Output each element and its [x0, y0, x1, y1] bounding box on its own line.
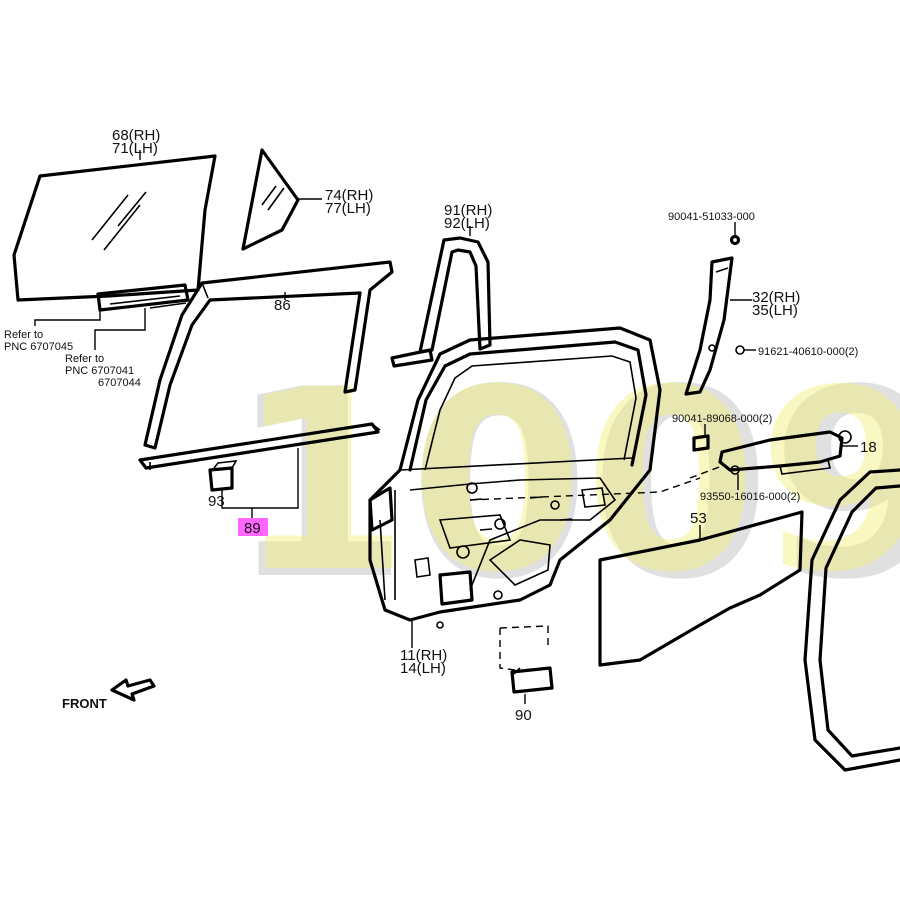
label-90[interactable]: 90 [515, 707, 532, 724]
ref-note-2b[interactable]: PNC 6707041 [65, 365, 134, 377]
label-86[interactable]: 86 [274, 297, 291, 314]
label-18[interactable]: 18 [860, 439, 877, 456]
door-weatherstrip[interactable] [803, 468, 900, 772]
label-68[interactable]: 68(RH) [112, 127, 160, 144]
trim-dash-lines [469, 465, 723, 671]
label-11[interactable]: 11(RH) [400, 647, 447, 664]
highlight-89 [238, 518, 268, 536]
belt-moulding[interactable] [138, 422, 381, 470]
label-14[interactable]: 14(LH) [400, 660, 446, 677]
nut-icon [692, 434, 710, 452]
ref-note-1b[interactable]: PNC 6707045 [4, 341, 73, 353]
label-screw-91621[interactable]: 91621-40610-000(2) [758, 346, 858, 358]
label-91[interactable]: 91(RH) [444, 202, 492, 219]
washer-icon [730, 465, 740, 475]
clip-93[interactable] [208, 460, 238, 492]
leader-lines [34, 150, 858, 704]
label-32[interactable]: 32(RH) [752, 289, 800, 306]
service-hole-cover[interactable] [598, 510, 804, 667]
label-53[interactable]: 53 [690, 510, 707, 527]
part-labels: 68(RH) 71(LH) 74(RH) 77(LH) 91(RH) 92(LH… [4, 127, 877, 724]
label-77[interactable]: 77(LH) [325, 200, 371, 217]
block-90[interactable] [510, 666, 554, 694]
label-35[interactable]: 35(LH) [752, 302, 798, 319]
hinge-bracket-18[interactable] [718, 430, 852, 475]
ref-note-2a: Refer to [65, 353, 104, 365]
label-71[interactable]: 71(LH) [112, 140, 158, 157]
label-74[interactable]: 74(RH) [325, 187, 373, 204]
pillar-garnish[interactable] [684, 256, 734, 396]
watermark-text: 1009 [228, 335, 900, 637]
watermark: 1009 1009 [228, 335, 900, 637]
division-bar-weatherstrip[interactable] [390, 236, 492, 368]
quarter-glass[interactable] [241, 148, 300, 251]
label-nut-90041-89068[interactable]: 90041-89068-000(2) [672, 413, 772, 425]
ref-note-2c[interactable]: 6707044 [98, 377, 141, 389]
door-glass[interactable] [12, 154, 217, 312]
label-89[interactable]: 89 [244, 520, 261, 537]
label-washer-93550[interactable]: 93550-16016-000(2) [700, 491, 800, 503]
front-arrow-icon [110, 678, 156, 702]
label-bolt-90041-51033[interactable]: 90041-51033-000 [668, 211, 755, 223]
glass-run-channel[interactable] [143, 260, 394, 450]
front-label: FRONT [62, 696, 107, 711]
ref-note-1a: Refer to [4, 329, 43, 341]
label-93[interactable]: 93 [208, 493, 225, 510]
watermark-text-overlay: 1009 [236, 336, 900, 627]
label-92[interactable]: 92(LH) [444, 215, 490, 232]
